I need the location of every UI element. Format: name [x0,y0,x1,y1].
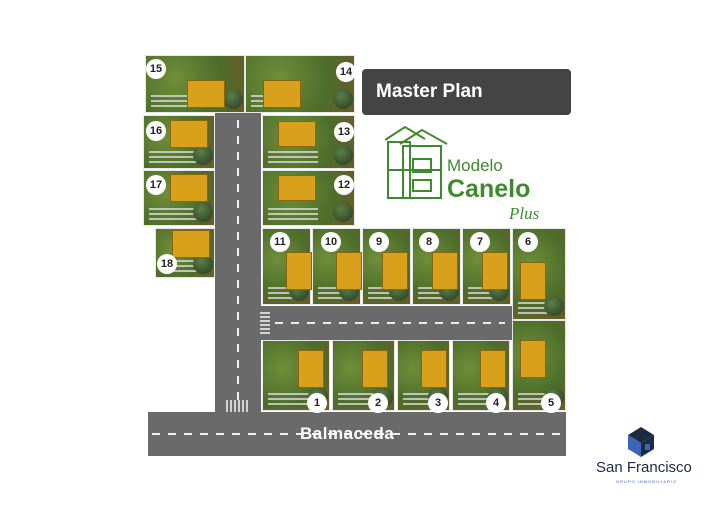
lot-number: 8 [419,232,439,252]
lot-number: 13 [334,122,354,142]
lot-number: 1 [307,393,327,413]
logo-line-canelo: Canelo [447,175,531,203]
lot-number: 3 [428,393,448,413]
driveway [268,393,318,405]
lot-number: 6 [518,232,538,252]
tree [544,296,564,316]
road-marking [152,433,562,435]
house [172,230,210,258]
house [170,120,208,148]
house [170,174,208,202]
lot-number: 12 [334,175,354,195]
road-marking [275,322,505,324]
lot-number: 10 [321,232,341,252]
driveway [268,208,318,220]
brand-name: San Francisco [596,459,692,476]
house [187,80,225,108]
lot-number: 17 [146,175,166,195]
driveway [268,151,318,163]
street-label: Balmaceda [300,424,395,443]
lot-number: 16 [146,121,166,141]
tree [333,89,353,109]
lot-number: 2 [368,393,388,413]
driveway [149,208,199,220]
tree [223,89,243,109]
lot-number: 15 [146,59,166,79]
lot-number: 18 [157,254,177,274]
logo-line-modelo: Modelo [447,156,503,175]
page-title: Master Plan [362,69,571,115]
house [286,252,312,290]
logo-line-plus: Plus [509,204,540,223]
tree [333,145,353,165]
tree [333,202,353,222]
house [520,340,546,378]
house [298,350,324,388]
lot-number: 9 [369,232,389,252]
road-marking [237,120,239,405]
house [278,121,316,147]
brand-tagline: GRUPO INMOBILIARIO [616,479,678,484]
cube-logo-icon [628,427,654,457]
house [362,350,388,388]
tree [193,202,213,222]
lot-number: 4 [486,393,506,413]
san-francisco-logo: San Francisco GRUPO INMOBILIARIO [594,425,694,491]
house [480,350,506,388]
house-logo-icon [384,125,448,199]
lot-number: 11 [270,232,290,252]
tree [193,145,213,165]
lot-number: 14 [336,62,356,82]
lot-number: 5 [541,393,561,413]
house [336,252,362,290]
house [278,175,316,201]
house [382,252,408,290]
lot-number: 7 [470,232,490,252]
tree [193,254,213,274]
house [482,252,508,290]
driveway [149,151,199,163]
crosswalk [260,312,270,334]
modelo-canelo-logo: Modelo Canelo Plus [384,122,565,227]
house [421,350,447,388]
house [263,80,301,108]
crosswalk [226,400,250,412]
house [520,262,546,300]
house [432,252,458,290]
